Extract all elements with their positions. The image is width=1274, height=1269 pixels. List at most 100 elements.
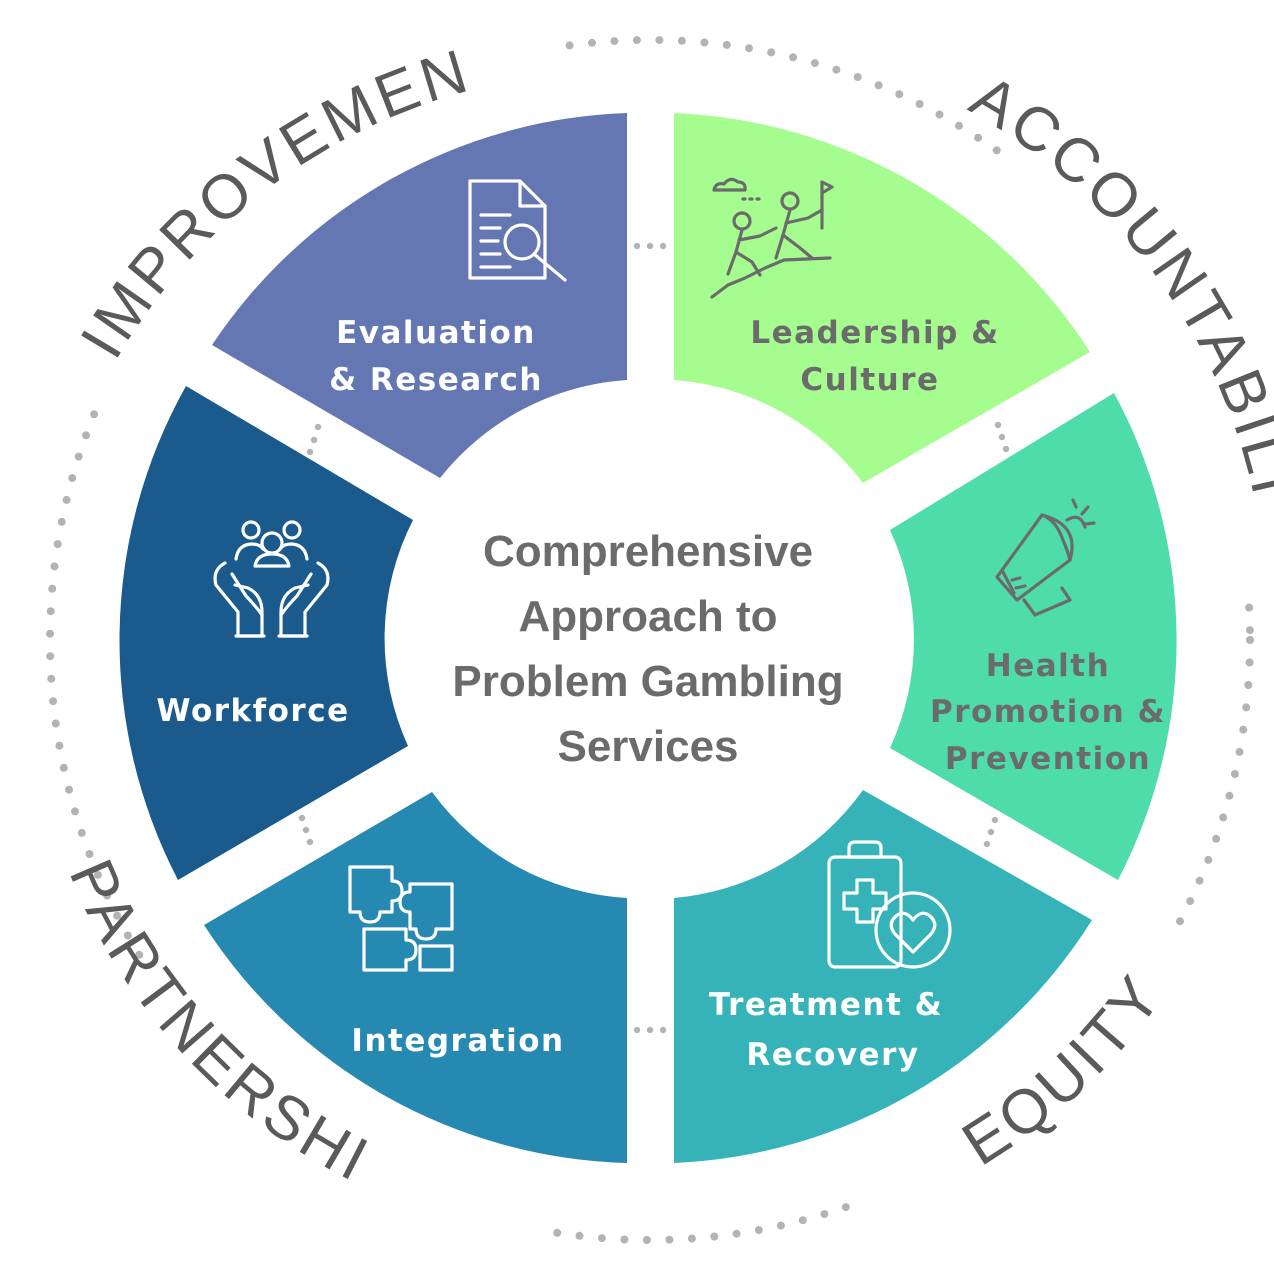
ring-dot bbox=[810, 59, 819, 68]
ring-dot bbox=[632, 36, 641, 45]
ring-dot bbox=[1242, 703, 1251, 712]
label-line: Leadership & bbox=[750, 315, 999, 351]
ring-dot bbox=[798, 1216, 807, 1225]
ring-dot bbox=[992, 146, 1001, 155]
outer-dotted-ring bbox=[46, 36, 1254, 1244]
label-line: Promotion & bbox=[930, 694, 1166, 730]
hands-people-icon bbox=[213, 520, 330, 638]
ring-dot bbox=[895, 90, 904, 99]
ring-dot bbox=[1230, 770, 1239, 778]
ring-dot bbox=[82, 431, 90, 440]
ring-dot bbox=[915, 100, 924, 108]
label-line: Recovery bbox=[746, 1037, 919, 1073]
ring-dot bbox=[710, 1232, 719, 1241]
center-line-3: Problem Gambling bbox=[452, 657, 843, 706]
center-title: Comprehensive Approach to Problem Gambli… bbox=[452, 527, 843, 771]
ring-dot bbox=[700, 38, 709, 47]
ring-dot bbox=[46, 629, 54, 638]
ring-dot bbox=[135, 950, 144, 959]
clipboard-heart-icon bbox=[827, 840, 952, 969]
label-integration: Integration bbox=[351, 1023, 564, 1059]
ring-dot bbox=[65, 785, 73, 794]
ring-dot bbox=[620, 1235, 629, 1244]
segment-leadership-culture bbox=[674, 113, 1090, 483]
ring-dot bbox=[767, 48, 776, 57]
ring-dot bbox=[1245, 626, 1254, 635]
ring-dot bbox=[575, 1231, 584, 1240]
ring-dot bbox=[874, 81, 883, 90]
ring-dot bbox=[46, 607, 55, 616]
puzzle-icon bbox=[348, 865, 454, 972]
ring-dot bbox=[1212, 834, 1221, 843]
ring-dot bbox=[55, 741, 64, 750]
label-line: Workforce bbox=[156, 693, 349, 729]
ring-dot bbox=[610, 37, 619, 46]
ring-dot bbox=[1219, 813, 1228, 822]
ring-dot bbox=[1245, 658, 1254, 667]
label-line: Integration bbox=[351, 1023, 564, 1059]
ring-dot bbox=[71, 807, 79, 816]
gap-dots bbox=[298, 242, 1010, 1034]
segment-integration bbox=[204, 792, 627, 1163]
ring-dot bbox=[853, 73, 862, 82]
ring-dot bbox=[1225, 791, 1234, 800]
ring-dot bbox=[687, 1234, 696, 1243]
ring-dot bbox=[955, 121, 963, 130]
ring-dot bbox=[85, 850, 94, 858]
ring-dot bbox=[1245, 603, 1254, 612]
ring-dot bbox=[789, 53, 798, 62]
ring-dot bbox=[841, 1203, 850, 1212]
ring-dot bbox=[677, 36, 686, 45]
ring-dot bbox=[51, 719, 60, 728]
label-leadership-culture: Leadership & Culture bbox=[750, 315, 999, 398]
ring-dot bbox=[57, 517, 66, 526]
label-health-promotion-prevention: Health Promotion & Prevention bbox=[930, 648, 1166, 777]
segment-health-promotion bbox=[890, 393, 1177, 880]
ring-dot bbox=[53, 540, 62, 549]
center-line-1: Comprehensive bbox=[483, 527, 813, 576]
label-treatment-recovery: Treatment & Recovery bbox=[709, 987, 943, 1073]
ring-dot bbox=[776, 1221, 785, 1230]
ring-dot bbox=[1235, 747, 1244, 756]
ring-dot bbox=[745, 44, 753, 53]
ring-dot bbox=[93, 870, 102, 879]
ring-dot bbox=[74, 452, 83, 461]
ring-dot bbox=[820, 1210, 829, 1219]
label-line: & Research bbox=[329, 362, 543, 398]
label-evaluation-research: Evaluation & Research bbox=[329, 315, 543, 398]
segment-evaluation-research bbox=[212, 113, 627, 478]
ring-dot bbox=[935, 110, 944, 119]
ring-dot bbox=[732, 1229, 741, 1238]
label-workforce: Workforce bbox=[156, 693, 349, 729]
document-search-icon bbox=[468, 179, 567, 282]
ring-dot bbox=[754, 1226, 763, 1234]
ring-dot bbox=[1204, 855, 1213, 864]
ring-dot bbox=[123, 931, 132, 940]
ring-dot bbox=[46, 652, 55, 661]
megaphone-icon bbox=[995, 498, 1096, 617]
ring-dot bbox=[48, 584, 57, 593]
ring-dot bbox=[974, 133, 983, 142]
ring-dot bbox=[588, 38, 596, 47]
ring-dot bbox=[553, 1228, 562, 1237]
label-line: Treatment & bbox=[709, 987, 943, 1023]
ring-dot bbox=[59, 763, 68, 772]
label-line: Culture bbox=[800, 362, 939, 398]
center-line-2: Approach to bbox=[518, 592, 777, 641]
ring-dot bbox=[49, 697, 58, 706]
ring-dot bbox=[47, 674, 56, 683]
ring-dot bbox=[665, 1235, 674, 1244]
ring-dot bbox=[722, 40, 731, 49]
ring-dot bbox=[113, 911, 122, 920]
ring-dot bbox=[655, 36, 664, 45]
label-line: Prevention bbox=[945, 741, 1151, 777]
ring-dot bbox=[1176, 917, 1184, 926]
ring-dot bbox=[1239, 725, 1248, 734]
label-line: Evaluation bbox=[336, 315, 536, 351]
ring-dot bbox=[50, 562, 59, 571]
ring-dot bbox=[103, 891, 112, 900]
climbing-team-icon bbox=[710, 177, 834, 299]
segment-workforce bbox=[119, 386, 413, 880]
ring-dot bbox=[642, 1236, 651, 1244]
